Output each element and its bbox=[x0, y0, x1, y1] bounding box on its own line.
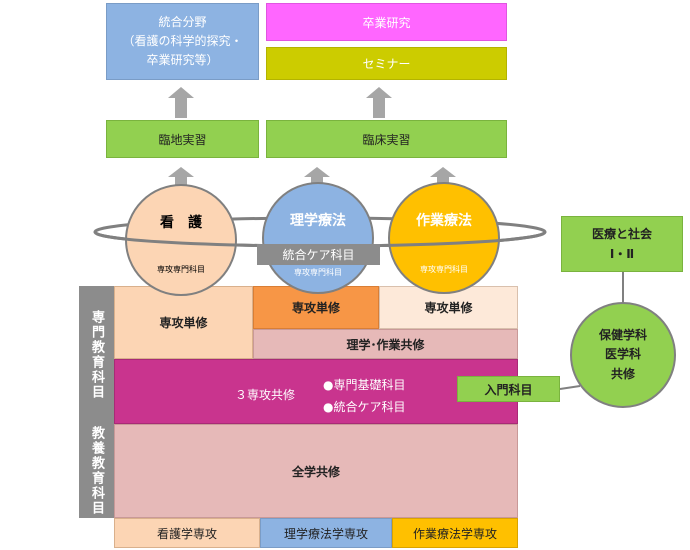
ot-circle bbox=[388, 182, 500, 294]
bullet-integrated-care: ●統合ケア科目 bbox=[323, 400, 406, 414]
nursing-major-label: 看護学専攻 bbox=[156, 526, 217, 541]
all-shared-cell: 全学共修 bbox=[114, 424, 518, 518]
intro-box: 入門科目 bbox=[457, 376, 560, 402]
connector-intro-to-shared bbox=[559, 385, 581, 390]
integrated-field-box: 統合分野 （看護の科学的探究・ 卒業研究等） bbox=[106, 3, 259, 80]
nursing-practice-box: 臨地実習 bbox=[106, 120, 259, 158]
ot-major-label: 作業療法学専攻 bbox=[412, 526, 497, 541]
specialized-label: 専門教育科目 bbox=[89, 310, 104, 400]
pt-major-label: 理学療法学専攻 bbox=[283, 526, 368, 541]
bullet-basic-specialized: ●専門基礎科目 bbox=[323, 378, 406, 392]
pt-circle-title: 理学療法 bbox=[290, 213, 346, 229]
pt-circle-sub: 専攻専門科目 bbox=[294, 268, 342, 277]
up-arrow-nursing-to-integrated bbox=[168, 87, 194, 118]
shared-course-line3: 共修 bbox=[610, 366, 635, 381]
ot-circle-sub: 専攻専門科目 bbox=[420, 265, 468, 274]
medical-society-line2: Ⅰ・Ⅱ bbox=[609, 247, 635, 261]
three-major-shared-label: ３専攻共修 bbox=[235, 388, 296, 402]
seminar-label: セミナー bbox=[362, 57, 411, 71]
medical-society-line1: 医療と社会 bbox=[591, 226, 652, 241]
nursing-circle-sub: 専攻専門科目 bbox=[157, 265, 205, 274]
pt-circle bbox=[262, 182, 374, 294]
pt-ot-shared-cell: 理学･作業共修 bbox=[253, 329, 518, 359]
pt-major-cell: 理学療法学専攻 bbox=[260, 518, 392, 548]
nursing-single-major-label: 専攻単修 bbox=[159, 316, 208, 330]
ot-single-major-label: 専攻単修 bbox=[424, 301, 473, 315]
integrated-field-line3: 卒業研究等） bbox=[146, 53, 219, 68]
shared-course-circle bbox=[570, 302, 676, 408]
graduation-research-box: 卒業研究 bbox=[266, 3, 507, 41]
integrated-field-line2: （看護の科学的探究・ bbox=[122, 33, 243, 48]
ot-circle-title: 作業療法 bbox=[416, 213, 472, 229]
nursing-single-major-cell: 専攻単修 bbox=[114, 286, 253, 359]
intro-label: 入門科目 bbox=[484, 382, 533, 397]
graduation-research-label: 卒業研究 bbox=[362, 15, 411, 30]
nursing-major-cell: 看護学専攻 bbox=[114, 518, 260, 548]
integrated-field-line1: 統合分野 bbox=[158, 14, 207, 29]
shared-course-line1: 保健学科 bbox=[598, 328, 647, 343]
liberal-label: 教養教育科目 bbox=[89, 426, 104, 516]
clinical-practice-box: 臨床実習 bbox=[266, 120, 507, 158]
integrated-care-label: 統合ケア科目 bbox=[282, 248, 355, 262]
three-major-shared-cell: ３専攻共修 ●専門基礎科目 ●統合ケア科目 bbox=[114, 359, 518, 424]
shared-course-line2: 医学科 bbox=[604, 347, 641, 362]
pt-single-major-label: 専攻単修 bbox=[291, 301, 340, 315]
clinical-practice-label: 臨床実習 bbox=[362, 132, 411, 147]
pt-ot-shared-label: 理学･作業共修 bbox=[346, 337, 425, 352]
nursing-practice-label: 臨地実習 bbox=[158, 132, 207, 147]
nursing-circle-title: 看 護 bbox=[160, 215, 202, 231]
integrated-care-bar: 統合ケア科目 bbox=[257, 244, 380, 265]
specialized-label-column: 専門教育科目 bbox=[79, 286, 114, 424]
medical-society-box: 医療と社会 Ⅰ・Ⅱ bbox=[561, 216, 683, 272]
ot-major-cell: 作業療法学専攻 bbox=[392, 518, 518, 548]
shared-course-label-group: 保健学科 医学科 共修 bbox=[583, 322, 663, 388]
all-shared-label: 全学共修 bbox=[291, 464, 340, 479]
seminar-box: セミナー bbox=[266, 47, 507, 80]
up-arrow-clinical-to-seminar bbox=[366, 87, 392, 118]
liberal-label-column: 教養教育科目 bbox=[79, 424, 114, 518]
